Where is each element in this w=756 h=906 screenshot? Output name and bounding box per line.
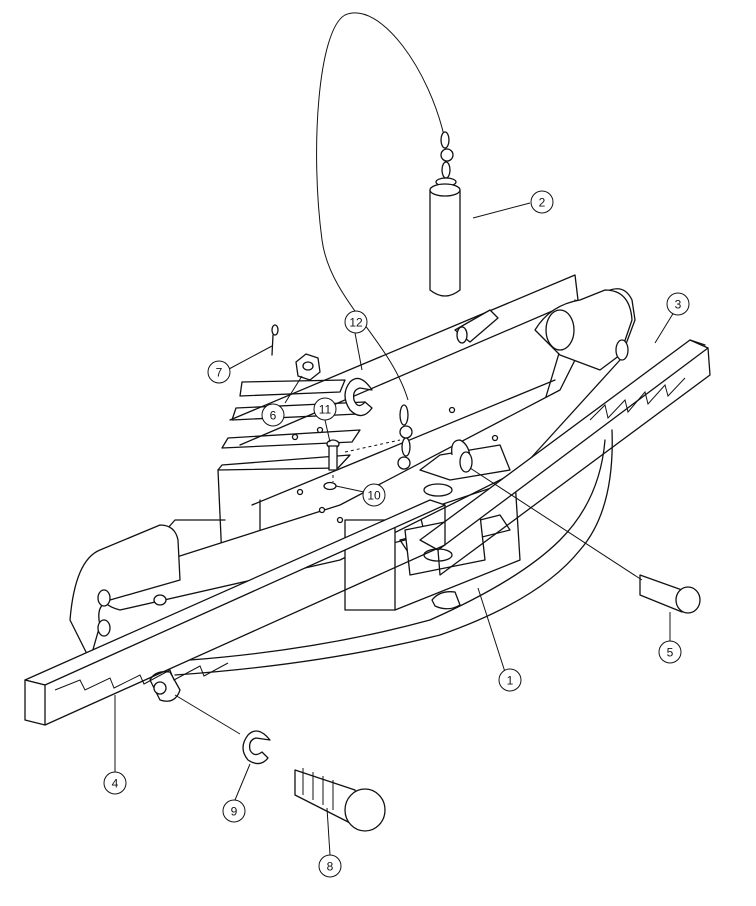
part-3-right-rack-bar — [419, 339, 711, 576]
svg-text:7: 7 — [216, 366, 223, 380]
svg-text:3: 3 — [675, 298, 682, 312]
callout-5: 5 — [658, 640, 682, 664]
part-1-main-frame — [69, 288, 636, 702]
callout-11: 11 — [313, 397, 337, 421]
part-4-left-rack-bar — [24, 499, 446, 726]
svg-text:11: 11 — [319, 403, 332, 417]
callout-6: 6 — [261, 403, 285, 427]
svg-text:6: 6 — [270, 409, 277, 423]
svg-text:12: 12 — [349, 316, 363, 330]
callout-8: 8 — [318, 854, 342, 878]
callout-10: 10 — [362, 483, 386, 507]
callout-3: 3 — [666, 292, 690, 316]
callout-2: 2 — [530, 190, 554, 214]
svg-text:5: 5 — [667, 646, 674, 660]
part-8-large-pin — [294, 768, 386, 832]
callout-9: 9 — [222, 799, 246, 823]
callout-7: 7 — [207, 360, 231, 384]
small-hardware — [271, 324, 413, 491]
svg-text:1: 1 — [507, 674, 514, 688]
svg-text:9: 9 — [231, 805, 238, 819]
callout-4: 4 — [103, 771, 127, 795]
leader-lines — [114, 202, 675, 856]
callout-12: 12 — [344, 310, 368, 334]
svg-text:10: 10 — [367, 489, 381, 503]
svg-text:4: 4 — [112, 777, 119, 791]
callout-1: 1 — [498, 668, 522, 692]
svg-text:8: 8 — [327, 860, 334, 874]
part-2-chain-pin — [316, 12, 461, 401]
part-5-bolt — [639, 574, 701, 614]
part-9-snap-ring — [242, 730, 271, 765]
svg-text:2: 2 — [539, 196, 546, 210]
